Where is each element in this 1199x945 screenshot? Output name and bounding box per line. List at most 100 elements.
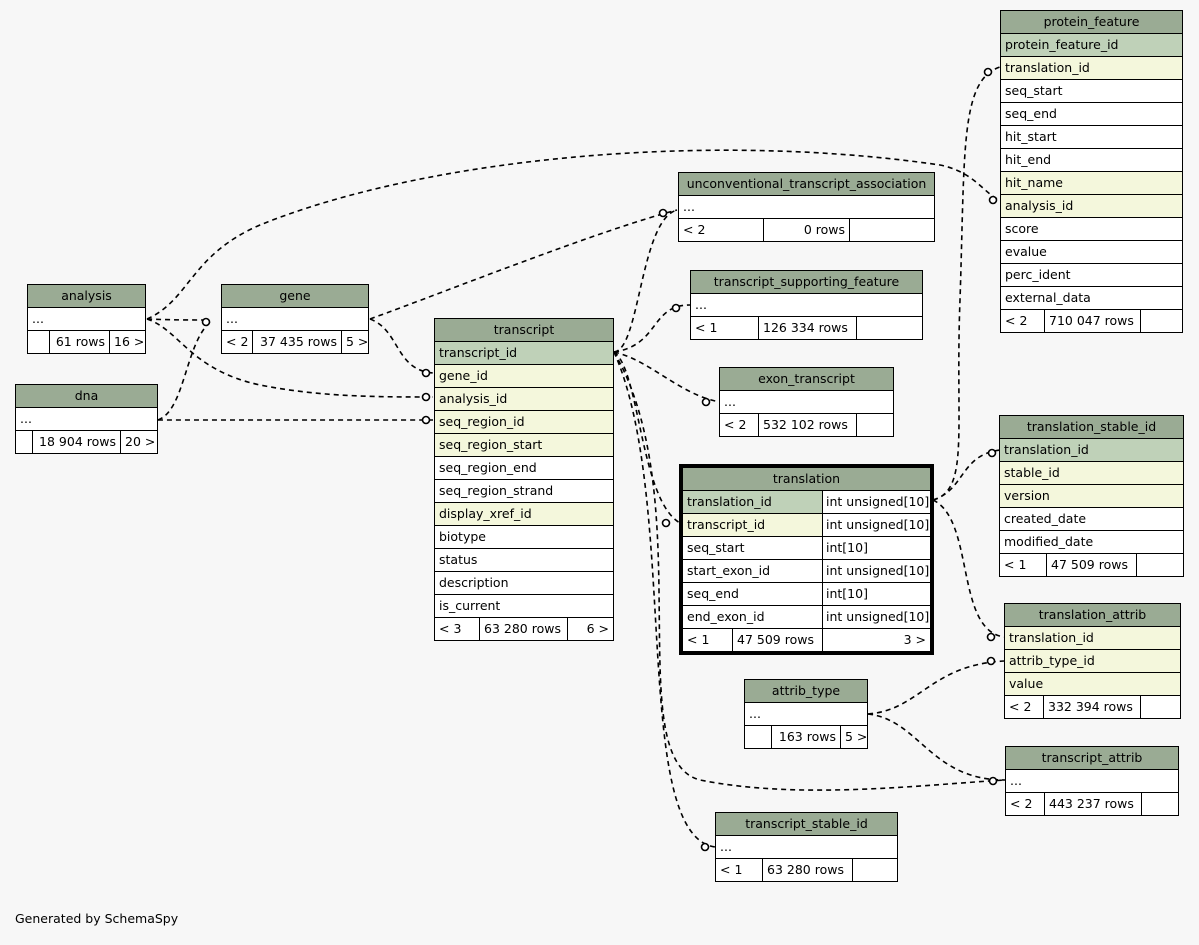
column-perc-ident: perc_ident (1001, 264, 1182, 287)
column-attrib-type-id: attrib_type_id (1005, 650, 1180, 673)
column-evalue: evalue (1001, 241, 1182, 264)
table-translation-stable-id[interactable]: translation_stable_id translation_id sta… (999, 415, 1184, 577)
table-transcript-supporting-feature[interactable]: transcript_supporting_feature ... < 1 12… (690, 270, 923, 340)
column-row: ... (745, 703, 867, 726)
column-value: value (1005, 673, 1180, 696)
column-end-exon-id: end_exon_id int unsigned[10] (683, 606, 930, 629)
edge-transcript-attrib (613, 351, 1006, 791)
footer-rows: 18 904 rows (33, 431, 121, 453)
edge-translation-attrib (932, 499, 1005, 638)
table-gene[interactable]: gene ... < 2 37 435 rows 5 > (221, 284, 369, 354)
column-row: ... (716, 836, 897, 859)
table-header: translation_attrib (1005, 604, 1180, 627)
edge-gene-transcript (369, 318, 434, 374)
table-translation[interactable]: translation translation_id int unsigned[… (679, 464, 934, 655)
column-hit-start: hit_start (1001, 126, 1182, 149)
footer-parents: < 2 (720, 414, 759, 436)
table-exon-transcript[interactable]: exon_transcript ... < 2 532 102 rows (719, 367, 894, 437)
column-seq-end: seq_end (1001, 103, 1182, 126)
footer-parents: < 3 (435, 618, 480, 640)
column-stable-id: stable_id (1000, 462, 1183, 485)
footer-children: 6 > (586, 621, 609, 636)
table-dna[interactable]: dna ... 18 904 rows 20 > (15, 384, 158, 454)
column-hit-name: hit_name (1001, 172, 1182, 195)
column-transcript-id: transcript_id (435, 342, 613, 365)
table-footer: < 1 126 334 rows (691, 317, 922, 339)
table-transcript-attrib[interactable]: transcript_attrib ... < 2 443 237 rows (1005, 746, 1179, 816)
table-footer: < 3 63 280 rows 6 > (435, 618, 613, 640)
footer-rows: 0 rows (764, 219, 850, 241)
edge-transcript-supporting (613, 304, 691, 353)
column-version: version (1000, 485, 1183, 508)
footer-rows: 63 280 rows (763, 859, 853, 881)
table-transcript-stable-id[interactable]: transcript_stable_id ... < 1 63 280 rows (715, 812, 898, 882)
column-seq-region-strand: seq_region_strand (435, 480, 613, 503)
table-header: dna (16, 385, 157, 408)
footer-parents: < 2 (679, 219, 764, 241)
table-footer: < 2 0 rows (679, 219, 934, 241)
table-analysis[interactable]: analysis ... 61 rows 16 > (27, 284, 146, 354)
edge-attrib-type-translation-attrib (867, 660, 1005, 715)
column-row: ... (16, 408, 157, 431)
table-footer: < 2 710 047 rows (1001, 310, 1182, 332)
table-unconventional-transcript-association[interactable]: unconventional_transcript_association ..… (678, 172, 935, 242)
footer-children: 20 > (125, 434, 156, 449)
footer-children (1142, 793, 1178, 815)
footer-parents: < 1 (716, 859, 763, 881)
footer-parents: < 1 (683, 629, 733, 651)
footer-parents: < 1 (1000, 554, 1047, 576)
table-footer: < 2 532 102 rows (720, 414, 893, 436)
footer-parents (28, 331, 50, 353)
footer-children (1137, 554, 1183, 576)
column-transcript-id: transcript_id int unsigned[10] (683, 514, 930, 537)
footer-rows: 163 rows (772, 726, 841, 748)
table-header: exon_transcript (720, 368, 893, 391)
column-translation-id: translation_id int unsigned[10] (683, 491, 930, 514)
table-header: transcript_supporting_feature (691, 271, 922, 294)
table-header: protein_feature (1001, 11, 1182, 34)
column-display-xref-id: display_xref_id (435, 503, 613, 526)
column-score: score (1001, 218, 1182, 241)
table-protein-feature[interactable]: protein_feature protein_feature_id trans… (1000, 10, 1183, 333)
column-external-data: external_data (1001, 287, 1182, 310)
footer-rows: 47 509 rows (1047, 554, 1137, 576)
edge-dna-gene (157, 321, 211, 421)
edge-gene-unconventional (369, 209, 678, 320)
footer-rows: 63 280 rows (480, 618, 568, 640)
footer-children (853, 859, 897, 881)
footer-rows: 332 394 rows (1044, 696, 1141, 718)
column-start-exon-id: start_exon_id int unsigned[10] (683, 560, 930, 583)
column-seq-start: seq_start int[10] (683, 537, 930, 560)
table-transcript[interactable]: transcript transcript_id gene_id analysi… (434, 318, 614, 641)
edge-attrib-type-transcript-attrib (867, 713, 1006, 781)
column-seq-region-id: seq_region_id (435, 411, 613, 434)
edge-analysis-gene (146, 318, 211, 321)
table-header: unconventional_transcript_association (679, 173, 934, 196)
column-created-date: created_date (1000, 508, 1183, 531)
footer-children: 3 > (903, 632, 926, 647)
table-footer: < 2 443 237 rows (1006, 793, 1178, 815)
column-modified-date: modified_date (1000, 531, 1183, 554)
footer-children (1141, 310, 1182, 332)
column-analysis-id: analysis_id (1001, 195, 1182, 218)
column-biotype: biotype (435, 526, 613, 549)
table-translation-attrib[interactable]: translation_attrib translation_id attrib… (1004, 603, 1181, 719)
column-gene-id: gene_id (435, 365, 613, 388)
footer-parents: < 1 (691, 317, 759, 339)
column-seq-region-start: seq_region_start (435, 434, 613, 457)
table-header: transcript_stable_id (716, 813, 897, 836)
footer-rows: 443 237 rows (1045, 793, 1142, 815)
table-footer: 61 rows 16 > (28, 331, 145, 353)
footer-rows: 126 334 rows (759, 317, 857, 339)
table-header: transcript_attrib (1006, 747, 1178, 770)
column-row: ... (679, 196, 934, 219)
column-translation-id: translation_id (1000, 439, 1183, 462)
edge-translation-protein-feature (932, 66, 1001, 501)
column-row: ... (691, 294, 922, 317)
footer-children (1141, 696, 1180, 718)
table-attrib-type[interactable]: attrib_type ... 163 rows 5 > (744, 679, 868, 749)
column-status: status (435, 549, 613, 572)
column-seq-end: seq_end int[10] (683, 583, 930, 606)
edge-transcript-stable-id (613, 351, 716, 848)
